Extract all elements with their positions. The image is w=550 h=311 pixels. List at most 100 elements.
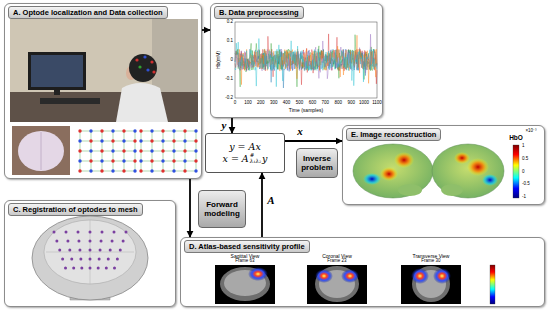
axis-tick: 0 xyxy=(234,100,237,105)
panel-title: C. Registration of optodes to mesh xyxy=(8,203,143,216)
optode-dot xyxy=(89,258,92,261)
axis-tick: 0 xyxy=(230,58,233,63)
head-mesh xyxy=(46,220,134,284)
head-mesh xyxy=(44,220,136,284)
grid-line xyxy=(113,131,124,132)
axis-tick: 200 xyxy=(257,100,265,105)
mri-slices xyxy=(220,267,270,301)
optode-dot xyxy=(172,159,175,162)
optode-dot xyxy=(68,249,71,252)
photo xyxy=(152,70,155,73)
optode-dot xyxy=(70,258,73,261)
optode-dot xyxy=(194,129,197,132)
optode-dot xyxy=(172,149,175,152)
brain-map xyxy=(380,167,398,181)
optode-dot xyxy=(89,169,92,172)
photo xyxy=(138,65,141,68)
brain-map xyxy=(467,158,489,176)
panel: C. Registration of optodes to mesh xyxy=(4,200,176,307)
optode-dot xyxy=(111,159,114,162)
grid-line xyxy=(174,131,185,132)
optode-dot xyxy=(194,139,197,142)
optode-dot xyxy=(183,129,186,132)
axis-tick: 400 xyxy=(283,100,291,105)
axis-tick: 500 xyxy=(296,100,304,105)
photo xyxy=(116,83,168,122)
optode-dot xyxy=(78,139,81,142)
optode-dot xyxy=(111,149,114,152)
grid-line xyxy=(141,171,152,172)
optode-dot xyxy=(89,139,92,142)
axis-tick: 700 xyxy=(322,100,330,105)
grid-line xyxy=(152,151,163,152)
grid-line xyxy=(113,161,114,171)
grid-line xyxy=(91,141,92,151)
flow-arrow xyxy=(261,173,263,237)
grid-line xyxy=(163,151,174,152)
mri-slices xyxy=(215,265,275,304)
optode-dot xyxy=(194,149,197,152)
optode-dot xyxy=(89,159,92,162)
brain-map xyxy=(432,144,504,198)
colorbar-scale: ×10⁻³ xyxy=(525,129,536,134)
colorbar-tick: 0 xyxy=(522,169,525,174)
optode-dot xyxy=(100,169,103,172)
optode-dot xyxy=(100,159,103,162)
equation: y = Ax xyxy=(229,141,261,153)
grid-line xyxy=(152,141,153,151)
mri-slices xyxy=(416,270,446,298)
axis-tick: 0.2 xyxy=(227,20,233,25)
grid-line xyxy=(141,131,142,141)
optode-dot xyxy=(133,159,136,162)
optode-dot xyxy=(183,159,186,162)
optode-dot xyxy=(113,267,116,270)
axis-tick: -0.1 xyxy=(225,77,233,82)
grid-line xyxy=(163,161,174,162)
grid-line xyxy=(80,131,91,132)
step-tag: Inverse problem xyxy=(296,148,338,178)
signal-trace xyxy=(235,34,377,85)
grid-line xyxy=(185,131,196,132)
optode-dot xyxy=(139,149,142,152)
optode-dot xyxy=(77,240,80,243)
grid-line xyxy=(80,151,81,161)
flow-arrow xyxy=(231,118,233,133)
grid-line xyxy=(135,161,136,171)
grid-line xyxy=(163,151,164,161)
optode-dot xyxy=(150,149,153,152)
mri-slices xyxy=(490,265,495,304)
panel: A. Optode localization and Data collecti… xyxy=(4,3,202,179)
signal-plot xyxy=(235,34,377,88)
optode-dot xyxy=(122,149,125,152)
optode-dot xyxy=(78,169,81,172)
grid-line xyxy=(124,161,125,171)
optode-dot xyxy=(133,149,136,152)
axis-tick: 300 xyxy=(270,100,278,105)
grid-line xyxy=(113,161,124,162)
mri-slices xyxy=(401,265,461,304)
panel: D. Atlas-based sensitivity profile xyxy=(180,237,545,307)
colorbar-title: HbO xyxy=(509,135,523,142)
grid-line xyxy=(163,171,174,172)
mri-slices xyxy=(315,266,359,302)
grid-line xyxy=(135,141,136,151)
optode-dot xyxy=(78,159,81,162)
grid-line xyxy=(174,141,175,151)
grid-line xyxy=(163,141,174,142)
optode-dot xyxy=(64,267,67,270)
grid-line xyxy=(124,131,125,141)
axis-tick: 0.1 xyxy=(227,39,233,44)
mri-slices xyxy=(315,269,333,283)
photo xyxy=(146,68,149,71)
grid-line xyxy=(124,161,135,162)
optode-dot xyxy=(100,149,103,152)
grid-line xyxy=(124,141,125,151)
optode-dot xyxy=(89,267,92,270)
optode-dot xyxy=(150,129,153,132)
grid-line xyxy=(124,151,125,161)
grid-line xyxy=(185,141,196,142)
brain-map xyxy=(353,144,433,198)
grid-line xyxy=(174,141,185,142)
